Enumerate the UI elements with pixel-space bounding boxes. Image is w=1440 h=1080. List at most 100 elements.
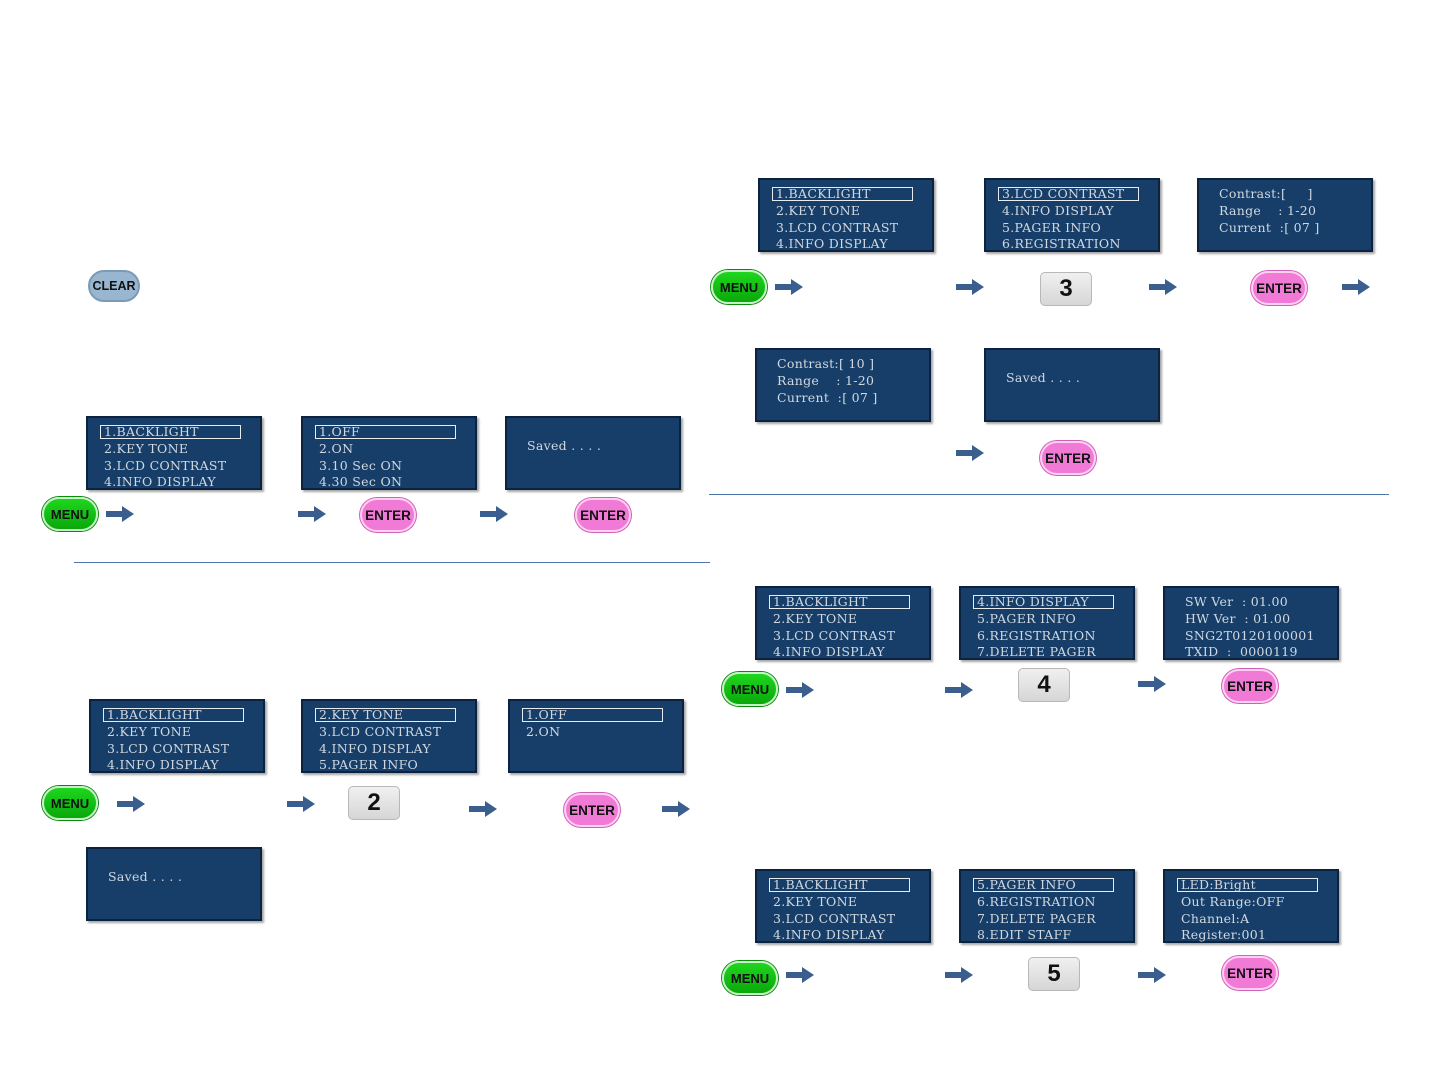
lcd-info-display: SW Ver : 01.00 HW Ver : 01.00 SNG2T01201… [1163,586,1339,660]
number-key-3[interactable]: 3 [1040,272,1092,306]
lcd-line: SW Ver : 01.00 [1185,594,1289,609]
lcd-line: TXID : 0000119 [1185,644,1298,660]
lcd-line: 5.PAGER INFO [973,878,1114,892]
lcd-line: 2.KEY TONE [773,610,858,626]
enter-button[interactable]: ENTER [360,498,416,532]
lcd-line: 4.30 Sec ON [319,474,403,490]
lcd-line: Out Range:OFF [1181,893,1285,909]
clear-button[interactable]: CLEAR [88,270,140,302]
arrow-right-icon [956,278,984,296]
enter-button[interactable]: ENTER [1251,271,1307,305]
lcd-line: 4.INFO DISPLAY [1002,202,1114,218]
lcd-contrast-menu: 3.LCD CONTRAST 4.INFO DISPLAY 5.PAGER IN… [984,178,1160,252]
arrow-right-icon [1138,675,1166,693]
lcd-info-menu: 4.INFO DISPLAY 5.PAGER INFO 6.REGISTRATI… [959,586,1135,660]
lcd-line: 1.OFF [315,425,456,439]
menu-button[interactable]: MENU [722,961,778,995]
lcd-line: 4.INFO DISPLAY [319,740,431,756]
lcd-main-menu-keytone: 1.BACKLIGHT 2.KEY TONE 3.LCD CONTRAST 4.… [89,699,265,773]
section-divider [709,494,1389,495]
arrow-right-icon [956,444,984,462]
lcd-line: 4.INFO DISPLAY [773,927,885,943]
lcd-line: 1.BACKLIGHT [769,595,910,609]
lcd-line: 3.10 Sec ON [319,457,403,473]
lcd-line: 3.LCD CONTRAST [773,910,896,926]
lcd-line: 5.PAGER INFO [1002,219,1102,235]
lcd-line: Saved . . . . [1006,370,1081,385]
arrow-right-icon [786,681,814,699]
lcd-main-menu-contrast: 1.BACKLIGHT 2.KEY TONE 3.LCD CONTRAST 4.… [758,178,934,252]
lcd-line: 3.LCD CONTRAST [107,740,230,756]
lcd-line: 4.INFO DISPLAY [773,644,885,660]
lcd-line: Current :[ 07 ] [777,389,878,405]
lcd-main-menu-pager: 1.BACKLIGHT 2.KEY TONE 3.LCD CONTRAST 4.… [755,869,931,943]
lcd-line: HW Ver : 01.00 [1185,610,1291,626]
lcd-line: 7.DELETE PAGER [977,910,1096,926]
lcd-line: 6.REGISTRATION [1002,236,1121,252]
lcd-pager-info: LED:Bright Out Range:OFF Channel:A Regis… [1163,869,1339,943]
enter-button[interactable]: ENTER [1040,441,1096,475]
lcd-saved-backlight: Saved . . . . [505,416,681,490]
lcd-line: 5.PAGER INFO [319,757,419,773]
lcd-line: 1.BACKLIGHT [772,187,913,201]
lcd-line: 2.KEY TONE [104,440,189,456]
lcd-contrast-set: Contrast:[ 10 ] Range : 1-20 Current :[ … [755,348,931,422]
lcd-line: 4.INFO DISPLAY [973,595,1114,609]
lcd-keytone-menu: 2.KEY TONE 3.LCD CONTRAST 4.INFO DISPLAY… [301,699,477,773]
enter-button[interactable]: ENTER [1222,669,1278,703]
number-key-4[interactable]: 4 [1018,668,1070,702]
enter-button[interactable]: ENTER [564,793,620,827]
lcd-saved-keytone: Saved . . . . [86,847,262,921]
lcd-line: Saved . . . . [527,438,602,453]
lcd-line: Current :[ 07 ] [1219,219,1320,235]
lcd-keytone-options: 1.OFF 2.ON [508,699,684,773]
menu-button[interactable]: MENU [42,786,98,820]
lcd-line: 8.EDIT STAFF [977,927,1072,943]
lcd-line: 2.KEY TONE [776,202,861,218]
lcd-line: 2.KEY TONE [315,708,456,722]
lcd-line: 3.LCD CONTRAST [319,723,442,739]
arrow-right-icon [469,800,497,818]
lcd-line: LED:Bright [1177,878,1318,892]
arrow-right-icon [945,966,973,984]
menu-button[interactable]: MENU [42,497,98,531]
lcd-line: 7.DELETE PAGER [977,644,1096,660]
arrow-right-icon [1138,966,1166,984]
lcd-pager-menu: 5.PAGER INFO 6.REGISTRATION 7.DELETE PAG… [959,869,1135,943]
lcd-line: 2.ON [319,440,354,456]
arrow-right-icon [786,966,814,984]
lcd-line: 4.INFO DISPLAY [104,474,216,490]
lcd-line: Saved . . . . [108,869,183,884]
lcd-line: 2.KEY TONE [773,893,858,909]
lcd-line: Range : 1-20 [777,372,875,388]
lcd-line: SNG2T0120100001 [1185,627,1315,643]
arrow-right-icon [106,505,134,523]
lcd-line: 3.LCD CONTRAST [773,627,896,643]
lcd-line: 2.ON [526,723,561,739]
lcd-line: 6.REGISTRATION [977,893,1096,909]
number-key-2[interactable]: 2 [348,786,400,820]
arrow-right-icon [480,505,508,523]
lcd-line: Channel:A [1181,910,1250,926]
lcd-line: 5.PAGER INFO [977,610,1077,626]
section-divider [74,562,710,563]
lcd-line: Contrast:[ 10 ] [777,356,875,371]
lcd-line: 3.LCD CONTRAST [776,219,899,235]
enter-button[interactable]: ENTER [575,498,631,532]
menu-button[interactable]: MENU [711,270,767,304]
arrow-right-icon [298,505,326,523]
lcd-line: 4.INFO DISPLAY [776,236,888,252]
lcd-line: 6.REGISTRATION [977,627,1096,643]
arrow-right-icon [662,800,690,818]
lcd-saved-contrast: Saved . . . . [984,348,1160,422]
lcd-line: Register:001 [1181,927,1267,943]
menu-button[interactable]: MENU [722,672,778,706]
enter-button[interactable]: ENTER [1222,956,1278,990]
arrow-right-icon [1342,278,1370,296]
lcd-line: 3.LCD CONTRAST [104,457,227,473]
arrow-right-icon [287,795,315,813]
number-key-5[interactable]: 5 [1028,957,1080,991]
lcd-contrast-empty: Contrast:[ ] Range : 1-20 Current :[ 07 … [1197,178,1373,252]
arrow-right-icon [117,795,145,813]
lcd-line: 4.INFO DISPLAY [107,757,219,773]
